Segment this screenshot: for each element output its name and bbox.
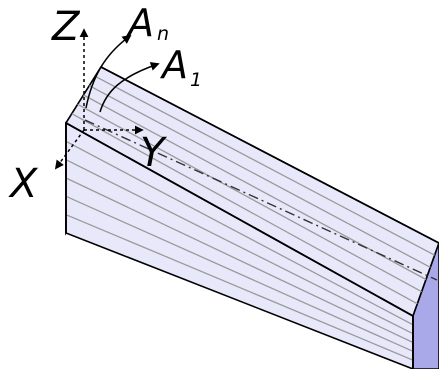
beam-top-edge [65, 122, 414, 317]
front-layer-line [65, 177, 414, 344]
front-layer-line [65, 214, 414, 361]
top-layer-line [71, 113, 418, 305]
mode-n-subscript: n [157, 23, 169, 45]
top-layer-line [77, 103, 422, 293]
top-layer-line [89, 85, 431, 268]
mode-1-label: A [159, 43, 188, 87]
beam-back-edge [100, 66, 439, 244]
y-axis-label: Y [140, 130, 168, 176]
mode-1-subscript: 1 [190, 69, 202, 91]
x-axis-arrow [54, 129, 85, 170]
rotation-arrow-1-icon [99, 62, 160, 113]
x-axis-label: X [8, 161, 39, 207]
rotation-arrow-n-icon [85, 34, 132, 109]
top-layer-line [94, 75, 435, 256]
mode-n-label: A [125, 1, 154, 45]
front-layer-line [65, 159, 414, 335]
front-layer-line [65, 140, 414, 326]
z-axis-label: Z [51, 4, 81, 50]
front-layer-line [65, 195, 414, 352]
beam-centerline [84, 119, 438, 281]
